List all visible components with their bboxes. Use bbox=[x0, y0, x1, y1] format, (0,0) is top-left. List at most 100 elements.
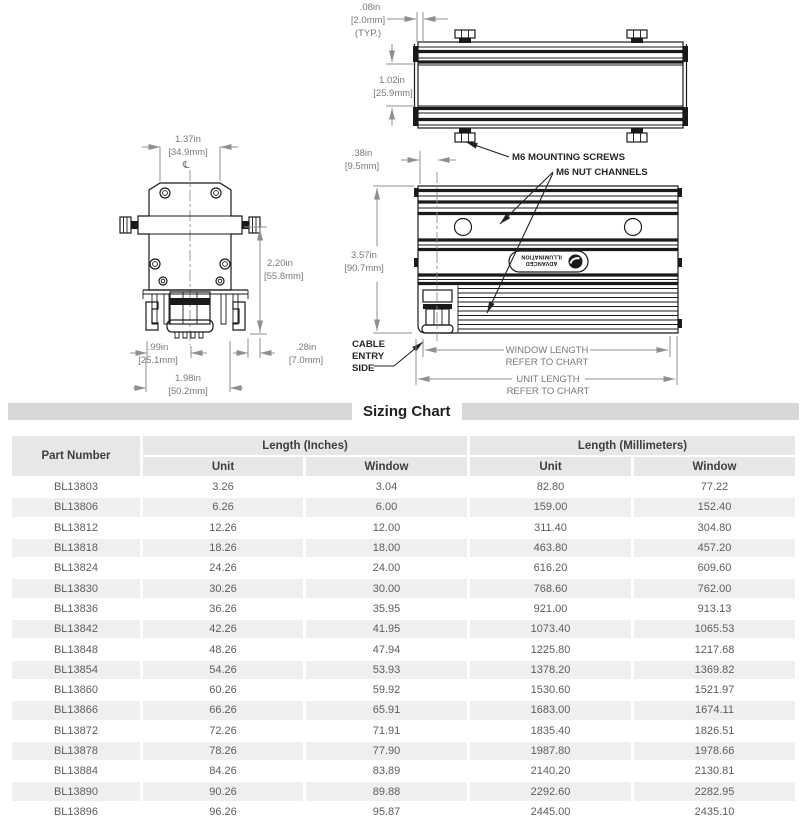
dim-base-width: 1.98in [50.2mm] bbox=[133, 341, 243, 397]
cell-in_window: 3.04 bbox=[306, 478, 467, 497]
sizing-chart-title: Sizing Chart bbox=[363, 403, 451, 420]
cell-in_window: 30.00 bbox=[306, 579, 467, 598]
dim-side-height-in: 3.57in bbox=[351, 250, 377, 261]
cell-mm_window: 2435.10 bbox=[634, 802, 796, 822]
cell-part: BL13896 bbox=[12, 802, 140, 822]
cell-in_unit: 24.26 bbox=[143, 559, 303, 578]
top-view-body bbox=[417, 41, 684, 129]
dim-unit-length: UNIT LENGTH REFER TO CHART bbox=[415, 336, 678, 397]
cell-part: BL13830 bbox=[12, 579, 140, 598]
dim-body-height-mm: [55.8mm] bbox=[264, 271, 304, 282]
cell-in_window: 6.00 bbox=[306, 498, 467, 517]
cell-mm_window: 2130.81 bbox=[634, 762, 796, 781]
cell-in_unit: 66.26 bbox=[143, 701, 303, 720]
m6-screw-top-right bbox=[626, 29, 648, 43]
cell-mm_window: 457.20 bbox=[634, 538, 796, 558]
cell-mm_unit: 159.00 bbox=[470, 498, 631, 517]
cell-mm_unit: 1530.60 bbox=[470, 680, 631, 700]
cell-part: BL13824 bbox=[12, 559, 140, 578]
cell-part: BL13803 bbox=[12, 478, 140, 497]
col-header-unit-inches: Unit bbox=[143, 457, 303, 476]
annotations: M6 MOUNTING SCREWS M6 NUT CHANNELS CABLE… bbox=[352, 141, 648, 374]
col-header-window-inches: Window bbox=[306, 457, 467, 476]
cell-mm_unit: 921.00 bbox=[470, 599, 631, 619]
label-unit-length: UNIT LENGTH bbox=[516, 374, 579, 385]
cell-in_unit: 48.26 bbox=[143, 640, 303, 659]
cell-mm_window: 1521.97 bbox=[634, 680, 796, 700]
title-bar-right bbox=[461, 403, 799, 420]
label-mounting-screws: M6 MOUNTING SCREWS bbox=[512, 152, 626, 163]
m6-screw-top-left bbox=[454, 29, 476, 43]
cell-mm_window: 609.60 bbox=[634, 559, 796, 578]
centerline-symbol: ℄ bbox=[182, 160, 190, 171]
nut-channel-right bbox=[232, 301, 246, 331]
dim-inner-width-in: .99in bbox=[148, 342, 169, 353]
cell-mm_window: 77.22 bbox=[634, 478, 796, 497]
col-header-window-mm: Window bbox=[634, 457, 796, 476]
dim-typ-gap-in: .08in bbox=[360, 2, 381, 13]
cell-mm_window: 1065.53 bbox=[634, 620, 796, 639]
screw-holes bbox=[149, 187, 231, 286]
cell-in_window: 65.91 bbox=[306, 701, 467, 720]
m6-screw-bottom-right bbox=[626, 128, 648, 143]
connector bbox=[166, 291, 214, 339]
dim-fin-depth-in: .28in bbox=[296, 342, 317, 353]
technical-drawing: 1.37in [34.9mm] ℄ 2.20in [55.8mm] .99in … bbox=[119, 2, 688, 397]
cell-mm_unit: 463.80 bbox=[470, 538, 631, 558]
col-header-part-number: Part Number bbox=[12, 436, 140, 476]
sizing-table: Part Number Length (Inches) Length (Mill… bbox=[9, 434, 798, 823]
dim-typ-gap: .08in [2.0mm] (TYP.) bbox=[351, 2, 448, 42]
cell-mm_window: 2282.95 bbox=[634, 782, 796, 801]
cell-in_unit: 30.26 bbox=[143, 579, 303, 598]
cell-in_window: 41.95 bbox=[306, 620, 467, 639]
cell-part: BL13848 bbox=[12, 640, 140, 659]
cell-in_unit: 54.26 bbox=[143, 660, 303, 679]
cell-part: BL13866 bbox=[12, 701, 140, 720]
dim-inner-width: .99in [25.1mm] bbox=[130, 341, 207, 366]
cell-in_window: 77.90 bbox=[306, 741, 467, 761]
cell-mm_unit: 768.60 bbox=[470, 579, 631, 598]
cell-in_unit: 96.26 bbox=[143, 802, 303, 822]
logo-text-line1: ADVANCED bbox=[526, 260, 558, 266]
dim-top-width: 1.37in [34.9mm] ℄ bbox=[142, 134, 238, 181]
cell-in_unit: 42.26 bbox=[143, 620, 303, 639]
dim-body-height-in: 2.20in bbox=[267, 258, 293, 269]
cell-mm_unit: 1835.40 bbox=[470, 721, 631, 740]
cell-in_window: 71.91 bbox=[306, 721, 467, 740]
window-section-lines bbox=[458, 288, 678, 330]
cell-in_unit: 36.26 bbox=[143, 599, 303, 619]
cell-mm_unit: 311.40 bbox=[470, 518, 631, 537]
dim-side-height-mm: [90.7mm] bbox=[344, 263, 384, 274]
dim-screw-offset: .38in [9.5mm] bbox=[345, 148, 456, 184]
end-view: 1.37in [34.9mm] ℄ 2.20in [55.8mm] .99in … bbox=[119, 134, 323, 397]
cell-mm_unit: 2445.00 bbox=[470, 802, 631, 822]
cell-in_window: 47.94 bbox=[306, 640, 467, 659]
cell-mm_unit: 2140.20 bbox=[470, 762, 631, 781]
cell-mm_window: 1826.51 bbox=[634, 721, 796, 740]
cell-part: BL13878 bbox=[12, 741, 140, 761]
dim-screw-offset-in: .38in bbox=[352, 148, 373, 159]
cell-in_unit: 90.26 bbox=[143, 782, 303, 801]
m6-screw-bottom-left bbox=[454, 128, 476, 143]
cell-in_unit: 84.26 bbox=[143, 762, 303, 781]
cell-in_unit: 12.26 bbox=[143, 518, 303, 537]
dim-typ-gap-mm: [2.0mm] bbox=[351, 15, 385, 26]
cell-mm_window: 1369.82 bbox=[634, 660, 796, 679]
cell-in_unit: 6.26 bbox=[143, 498, 303, 517]
label-window-refer: REFER TO CHART bbox=[506, 357, 589, 368]
cell-mm_unit: 1683.00 bbox=[470, 701, 631, 720]
dim-base-width-mm: [50.2mm] bbox=[168, 386, 208, 397]
sizing-table-head: Part Number Length (Inches) Length (Mill… bbox=[12, 436, 796, 476]
cell-in_unit: 3.26 bbox=[143, 478, 303, 497]
cell-in_unit: 18.26 bbox=[143, 538, 303, 558]
